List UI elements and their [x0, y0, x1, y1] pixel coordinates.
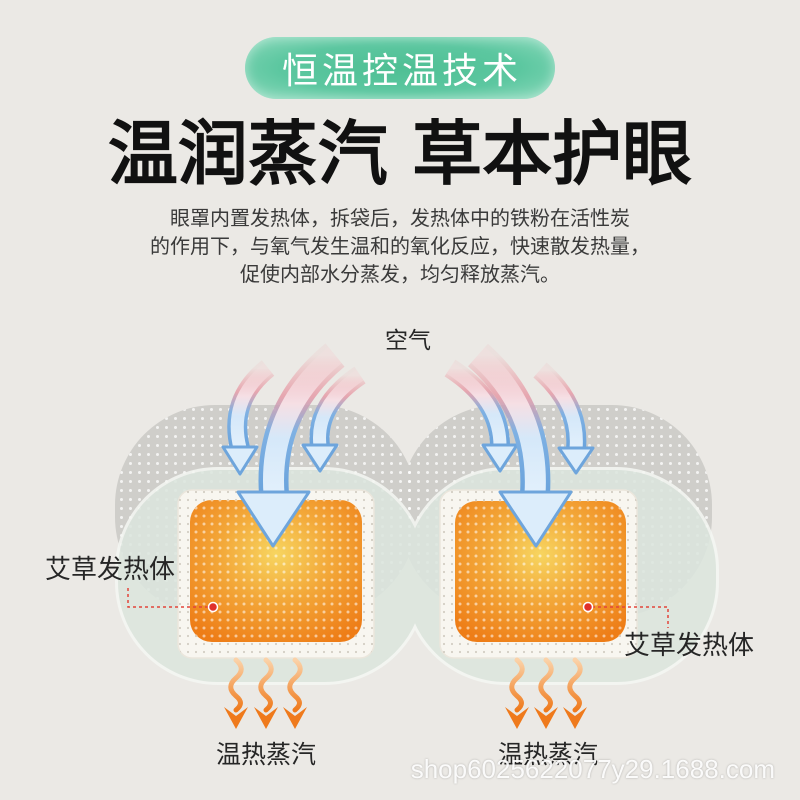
steam-arrow-icon — [534, 657, 558, 729]
shop-watermark: shop6025622077y29.1688.com — [410, 754, 775, 784]
leader-line-left — [127, 588, 209, 608]
air-arrow-icon — [467, 343, 573, 548]
description-line: 眼罩内置发热体，拆袋后，发热体中的铁粉在活性炭 — [170, 206, 630, 230]
steam-label-right: 温热蒸汽 — [497, 740, 598, 769]
description-line: 促使内部水分蒸发，均匀释放蒸汽。 — [240, 262, 560, 286]
badge-label: 恒温控温技术 — [281, 51, 522, 92]
marker-dot-icon — [582, 601, 594, 613]
marker-dot-icon — [207, 601, 219, 613]
description-line: 的作用下，与氧气发生温和的氧化反应，快速散发热量， — [150, 234, 650, 258]
air-arrow-icon — [444, 359, 519, 473]
leader-line-right — [592, 606, 669, 628]
air-arrow-icon — [301, 366, 366, 473]
steam-arrow-icon — [563, 657, 587, 729]
technology-badge: 恒温控温技术 — [245, 37, 555, 99]
description-paragraph: 眼罩内置发热体，拆袋后，发热体中的铁粉在活性炭 的作用下，与氧气发生温和的氧化反… — [0, 204, 800, 288]
heater-label-right: 艾草发热体 — [624, 631, 755, 661]
air-label: 空气 — [385, 328, 431, 354]
page-headline: 温润蒸汽 草本护眼 — [107, 113, 693, 195]
mugwort-heater-left — [190, 500, 362, 642]
steam-arrow-icon — [283, 657, 307, 729]
steam-arrow-icon — [224, 657, 248, 729]
air-arrow-icon — [221, 360, 275, 476]
steam-arrow-icon — [254, 657, 278, 729]
air-arrow-icon — [533, 362, 595, 475]
steam-arrow-icon — [505, 657, 529, 729]
air-arrow-icon — [236, 343, 345, 548]
steam-label-left: 温热蒸汽 — [215, 740, 316, 769]
heater-label-left: 艾草发热体 — [45, 555, 176, 585]
